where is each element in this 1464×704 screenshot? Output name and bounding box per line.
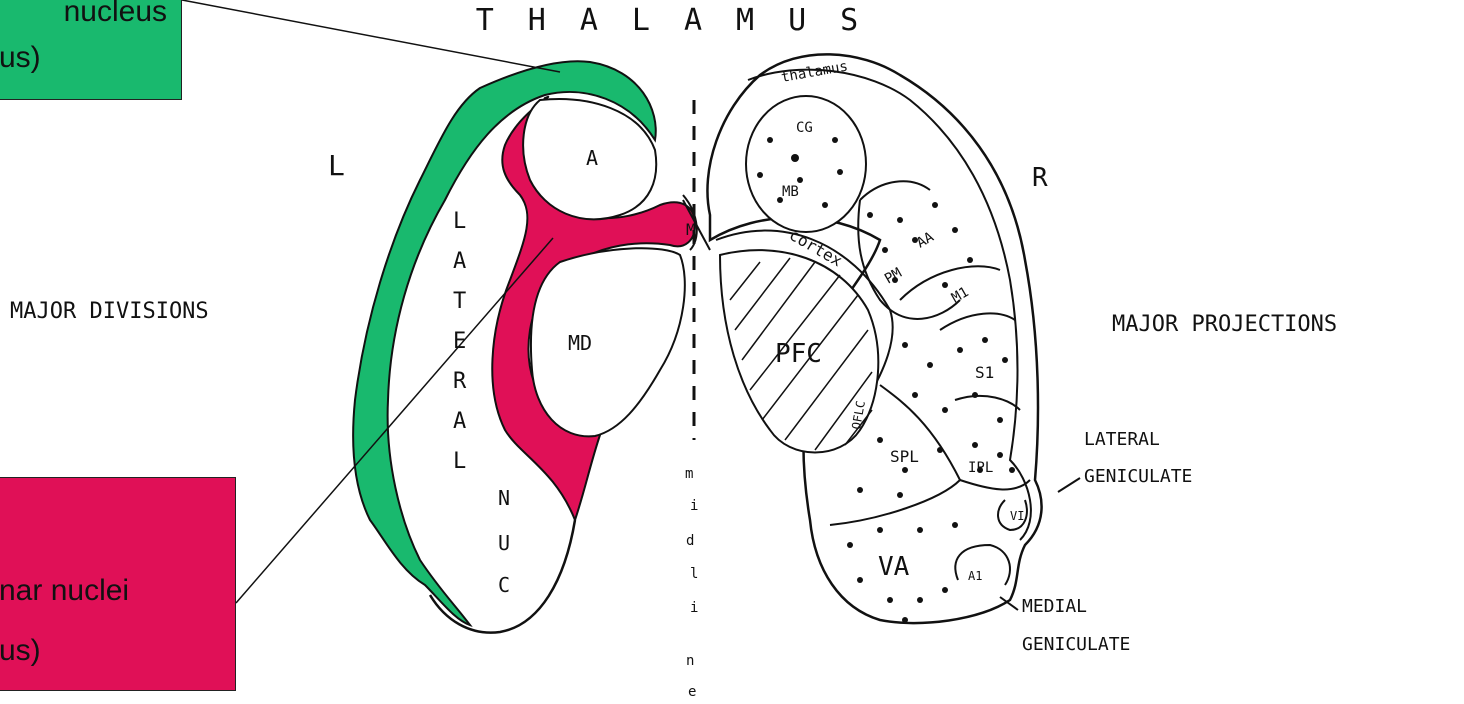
midline-letter: i [690, 600, 698, 616]
pfc-label: PFC [775, 339, 822, 369]
lateral-letter: L [453, 449, 466, 474]
intralaminar-callout-box: nar nuclei us) [0, 477, 236, 691]
cg-label: CG [796, 120, 813, 136]
lateral-geniculate-leader [1058, 478, 1080, 492]
left-side-label: L [328, 149, 345, 182]
midline-letter: e [688, 684, 696, 700]
midline-letter: d [686, 533, 694, 549]
diagram-title: THALAMUS [476, 3, 893, 38]
anterior-label: A [586, 146, 598, 170]
intralaminar-callout-line2: us) [0, 632, 41, 670]
lateral-letter: R [453, 369, 467, 394]
s1-label: S1 [975, 363, 994, 382]
medial-geniculate-label-1: MEDIAL [1022, 596, 1087, 617]
mediodorsal-label: MD [568, 331, 592, 355]
nuc-letter: C [498, 573, 510, 597]
cg-mb-region [746, 96, 866, 232]
lateral-letter: A [453, 409, 466, 434]
reticular-callout-box: nucleus us) [0, 0, 182, 100]
midline-letter: m [685, 466, 693, 482]
va-label: VA [878, 552, 910, 582]
major-divisions-heading: MAJOR DIVISIONS [10, 299, 209, 324]
a1-label: A1 [968, 569, 982, 583]
midline-letter: n [686, 653, 694, 669]
spl-label: SPL [890, 447, 919, 466]
lateral-letter: E [453, 329, 466, 354]
vi-label: VI [1010, 509, 1024, 523]
lateral-geniculate-label-2: GENICULATE [1084, 466, 1192, 487]
medial-geniculate-label-2: GENICULATE [1022, 634, 1130, 655]
midline-letter: M [686, 220, 696, 239]
lateral-letter: A [453, 249, 466, 274]
mb-label: MB [782, 184, 799, 200]
midline-letter: l [690, 566, 698, 582]
reticular-callout-line2: us) [0, 39, 41, 77]
lateral-letter: T [453, 289, 466, 314]
right-side-label: R [1032, 163, 1048, 193]
lateral-letter: L [453, 209, 466, 234]
nuc-letter: N [498, 486, 510, 510]
ipl-label: IPL [968, 460, 993, 476]
major-projections-heading: MAJOR PROJECTIONS [1112, 312, 1337, 337]
nuc-letter: U [498, 531, 510, 555]
lateral-geniculate-label-1: LATERAL [1084, 429, 1160, 450]
intralaminar-callout-line1: nar nuclei [0, 572, 129, 610]
mediodorsal-nucleus-outline [531, 248, 685, 436]
reticular-callout-line1: nucleus [64, 0, 167, 31]
midline-letter: i [690, 498, 698, 514]
